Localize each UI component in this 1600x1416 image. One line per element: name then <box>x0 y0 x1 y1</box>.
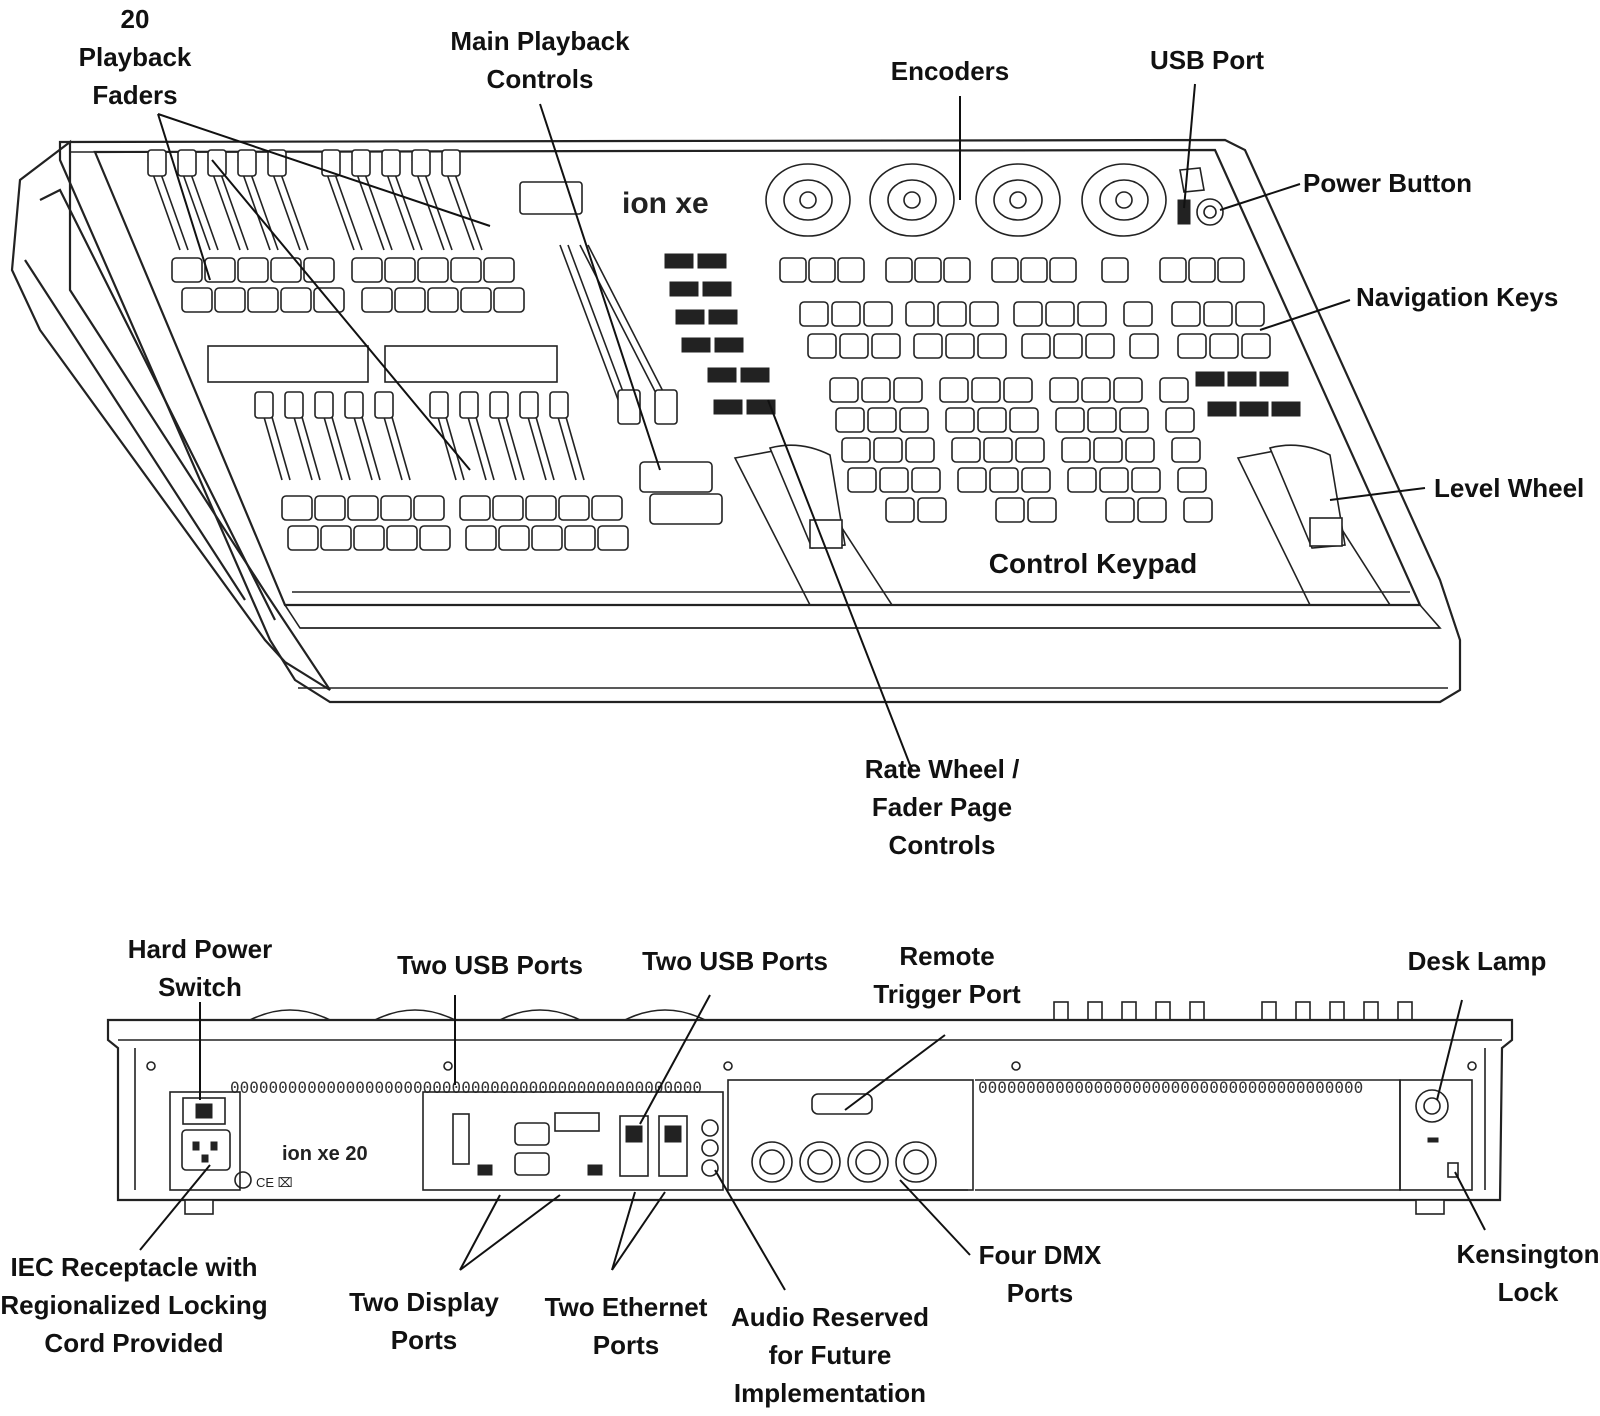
audio-jack-3 <box>701 1159 719 1177</box>
label-rate-wheel-line2: Fader Page <box>871 792 1013 822</box>
label-two-usb-a-line1: Two USB Ports <box>397 950 583 980</box>
label-encoders: Encoders <box>891 52 1010 90</box>
label-rate-wheel-line3: Controls <box>888 830 996 860</box>
dmx-port-1 <box>751 1141 793 1183</box>
label-main-playback-line2: Controls <box>486 64 594 94</box>
label-playback-faders: 20 Playback Faders <box>79 0 192 114</box>
label-hard-power-line2: Switch <box>158 972 242 1002</box>
label-ethernet-ports: Two Ethernet Ports <box>545 1288 708 1364</box>
label-iec: IEC Receptacle with Regionalized Locking… <box>0 1248 267 1362</box>
label-encoders-line1: Encoders <box>890 56 1010 86</box>
label-display-ports-line2: Ports <box>390 1325 458 1355</box>
label-kensington: Kensington Lock <box>1457 1235 1600 1311</box>
label-playback-faders-line3: Faders <box>92 80 178 110</box>
label-navigation-keys-line1: Navigation Keys <box>1356 282 1559 312</box>
rear-label-plate <box>554 1112 600 1132</box>
audio-jack-2 <box>701 1139 719 1157</box>
label-usb-port-line1: USB Port <box>1149 45 1265 75</box>
ethernet-port-1 <box>619 1115 649 1177</box>
rate-wheel <box>733 444 894 606</box>
label-dmx-line2: Ports <box>1006 1278 1074 1308</box>
label-remote-trigger-line2: Trigger Port <box>873 979 1021 1009</box>
desk-lamp-socket <box>1415 1089 1449 1123</box>
usb-port-a2 <box>587 1164 603 1176</box>
control-keypad <box>799 301 1213 523</box>
leader-lines <box>139 83 1486 1291</box>
label-control-keypad: Control Keypad <box>989 545 1197 583</box>
label-iec-line2: Regionalized Locking <box>0 1290 268 1320</box>
label-kensington-line1: Kensington <box>1456 1239 1600 1269</box>
ethernet-port-2 <box>658 1115 688 1177</box>
label-playback-faders-line1: 20 <box>120 4 150 34</box>
label-ethernet-ports-line2: Ports <box>592 1330 660 1360</box>
display-port-1 <box>514 1122 550 1146</box>
rear-fader-tops <box>1053 1001 1413 1021</box>
label-desk-lamp-line1: Desk Lamp <box>1407 946 1547 976</box>
label-power-button: Power Button <box>1303 164 1472 202</box>
label-level-wheel-line1: Level Wheel <box>1434 473 1585 503</box>
remote-trigger-connector <box>811 1093 873 1115</box>
usb-port-a1 <box>477 1164 493 1176</box>
label-audio: Audio Reserved for Future Implementation <box>731 1298 929 1412</box>
label-control-keypad-line1: Control Keypad <box>988 548 1198 579</box>
label-level-wheel: Level Wheel <box>1434 469 1584 507</box>
label-two-usb-b-line1: Two USB Ports <box>642 946 828 976</box>
encoders <box>765 163 1167 237</box>
label-dmx: Four DMX Ports <box>979 1236 1102 1312</box>
label-hard-power-line1: Hard Power <box>127 934 273 964</box>
label-playback-faders-line2: Playback <box>78 42 192 72</box>
svg-text:000000000000000000000000000000: 0000000000000000000000000000000000000000 <box>978 1078 1363 1097</box>
dmx-port-3 <box>847 1141 889 1183</box>
label-desk-lamp: Desk Lamp <box>1408 942 1547 980</box>
label-rate-wheel: Rate Wheel / Fader Page Controls <box>865 750 1020 864</box>
label-two-usb-a: Two USB Ports <box>397 946 583 984</box>
label-hard-power: Hard Power Switch <box>128 930 273 1006</box>
lower-fader-keys <box>281 495 629 551</box>
encoder-keys <box>779 257 1245 283</box>
label-main-playback-line1: Main Playback <box>450 26 630 56</box>
label-remote-trigger: Remote Trigger Port <box>873 937 1020 1013</box>
label-iec-line1: IEC Receptacle with <box>10 1252 258 1282</box>
svg-text:000000000000000000000000000000: 0000000000000000000000000000000000000000… <box>230 1078 702 1097</box>
navigation-keys <box>1171 301 1301 417</box>
main-playback-area <box>519 181 723 525</box>
rear-brand-logo: ion xe 20 <box>282 1143 368 1165</box>
label-kensington-line2: Lock <box>1497 1277 1559 1307</box>
upper-fader-bank <box>147 149 483 251</box>
label-rate-wheel-line1: Rate Wheel / <box>864 754 1020 784</box>
power-button <box>1196 198 1224 226</box>
lower-fader-bank <box>254 391 585 481</box>
label-audio-line3: Implementation <box>733 1378 927 1408</box>
label-two-usb-b: Two USB Ports <box>642 942 828 980</box>
label-audio-line1: Audio Reserved <box>731 1302 929 1332</box>
label-dmx-line1: Four DMX <box>978 1240 1102 1270</box>
label-remote-trigger-line1: Remote <box>899 941 995 971</box>
label-main-playback: Main Playback Controls <box>450 22 629 98</box>
dmx-port-4 <box>895 1141 937 1183</box>
upper-fader-keys <box>171 257 525 313</box>
label-display-ports: Two Display Ports <box>349 1283 499 1359</box>
console-top-view: ion xe <box>10 138 1462 704</box>
rear-panel-slot <box>452 1113 470 1165</box>
center-key-column <box>664 253 776 415</box>
brand-logo: ion xe <box>622 187 709 220</box>
label-display-ports-line1: Two Display <box>349 1287 499 1317</box>
console-rear-view: 0000000000000000000000000000000000000000… <box>106 1001 1514 1215</box>
svg-text:CE ⌧: CE ⌧ <box>256 1175 293 1190</box>
level-wheel <box>1236 444 1392 606</box>
kensington-slot <box>1447 1162 1459 1178</box>
display-port-2 <box>514 1152 550 1176</box>
label-power-button-line1: Power Button <box>1303 168 1472 198</box>
audio-jack-1 <box>701 1119 719 1137</box>
label-audio-line2: for Future <box>768 1340 892 1370</box>
label-ethernet-ports-line1: Two Ethernet <box>544 1292 708 1322</box>
dmx-port-2 <box>799 1141 841 1183</box>
iec-receptacle <box>181 1129 231 1171</box>
label-iec-line3: Cord Provided <box>44 1328 224 1358</box>
label-usb-port: USB Port <box>1150 41 1264 79</box>
label-navigation-keys: Navigation Keys <box>1356 278 1558 316</box>
